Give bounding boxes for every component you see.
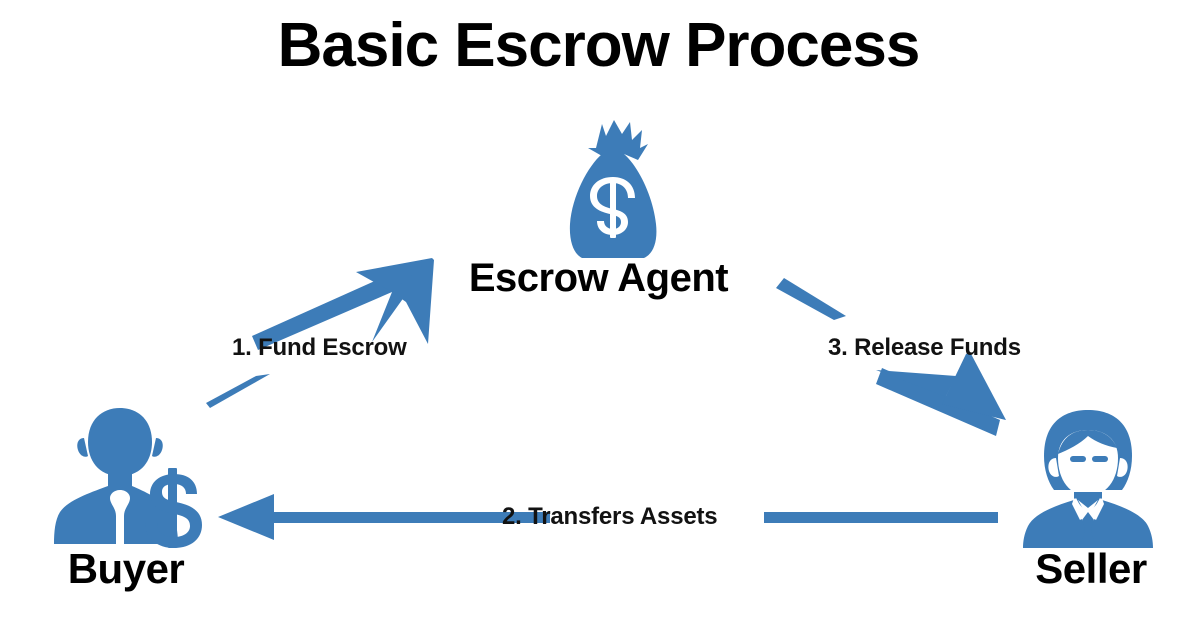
seller-label: Seller: [1035, 545, 1147, 592]
arrow-release-funds: [770, 272, 1060, 436]
money-bag-icon: [552, 118, 672, 266]
buyer-label: Buyer: [67, 545, 185, 592]
step-1-label: 1. Fund Escrow: [232, 334, 407, 361]
buyer-person-dollar-icon: [52, 408, 204, 550]
arrow-fund-escrow: [196, 258, 486, 408]
page-title: Basic Escrow Process: [277, 11, 921, 80]
seller-person-icon: [1018, 408, 1158, 550]
step-3-label: 3. Release Funds: [828, 334, 1021, 361]
step-2-label: 2. Transfers Assets: [502, 503, 718, 530]
arrow-transfers-assets: [208, 488, 998, 546]
escrow-agent-label: Escrow Agent: [468, 256, 729, 300]
